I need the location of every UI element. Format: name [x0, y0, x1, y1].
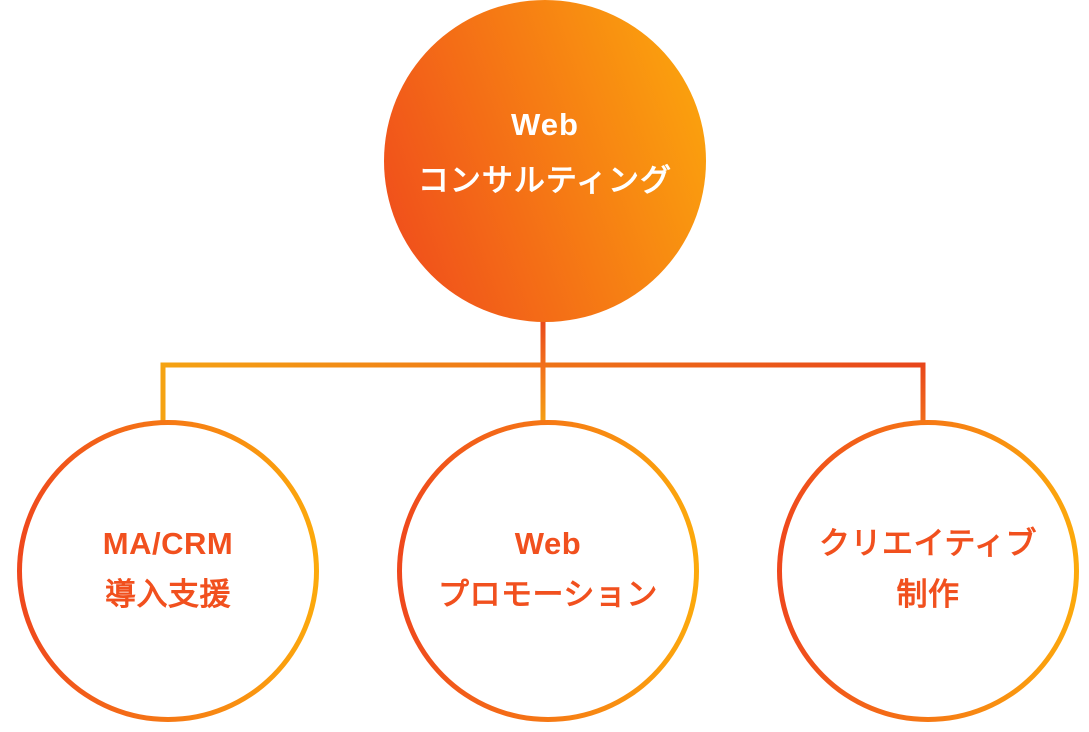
node-web-promotion: Web プロモーション: [397, 420, 699, 722]
node-ma-crm-support: MA/CRM 導入支援: [17, 420, 319, 722]
child3-label-line2: 制作: [896, 577, 960, 612]
child1-label-line1: MA/CRM: [102, 526, 234, 561]
node-web-promotion-face: Web プロモーション: [402, 425, 694, 717]
node-ma-crm-support-face: MA/CRM 導入支援: [22, 425, 314, 717]
child1-label-line2: 導入支援: [104, 577, 231, 612]
child-node-label: クリエイティブ 制作: [819, 518, 1037, 620]
child-node-label: Web プロモーション: [438, 518, 658, 620]
child-node-label: MA/CRM 導入支援: [103, 518, 233, 620]
child2-label-line2: プロモーション: [438, 577, 658, 612]
node-creative-production: クリエイティブ 制作: [777, 420, 1079, 722]
node-creative-production-face: クリエイティブ 制作: [782, 425, 1074, 717]
root-label-line1: Web: [511, 107, 579, 142]
root-node-label: Web コンサルティング: [418, 97, 672, 209]
child2-label-line1: Web: [514, 526, 582, 561]
node-web-consulting: Web コンサルティング: [384, 0, 706, 322]
root-label-line2: コンサルティング: [417, 163, 673, 198]
child3-label-line1: クリエイティブ: [818, 526, 1038, 561]
